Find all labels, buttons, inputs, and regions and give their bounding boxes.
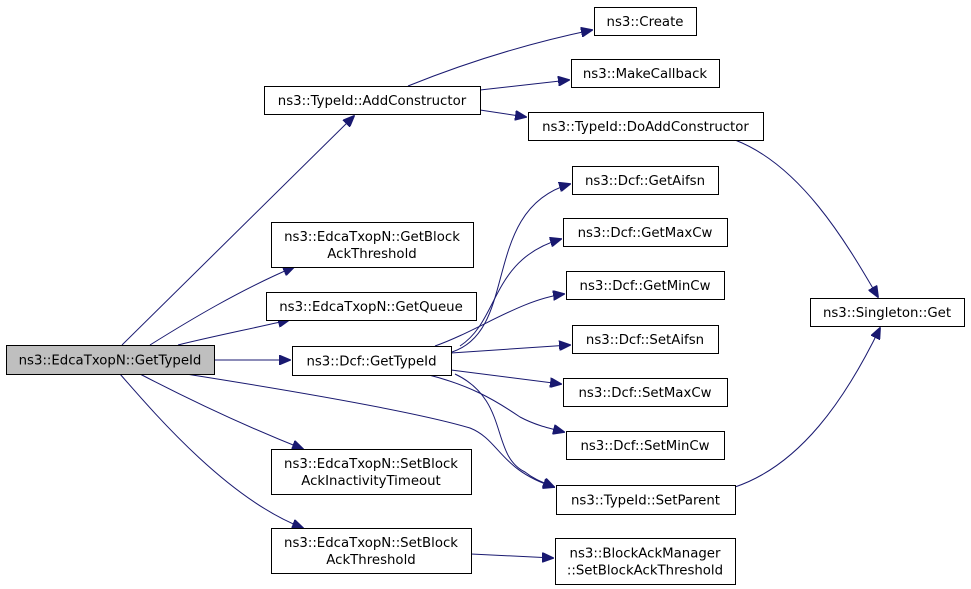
edge-setbat-to-bam bbox=[470, 554, 553, 558]
edge-dcfget-to-setmincw bbox=[424, 373, 564, 432]
edge-dcfget-to-setmaxcw bbox=[450, 369, 561, 384]
node-box bbox=[266, 292, 477, 321]
node-label: ns3::EdcaTxopN::GetTypeId bbox=[19, 354, 202, 369]
node-box bbox=[271, 528, 472, 574]
node-box bbox=[563, 218, 728, 247]
edge-root-to-setparent bbox=[185, 373, 554, 487]
node-getmincw[interactable]: ns3::Dcf::GetMinCw bbox=[566, 271, 725, 300]
node-label: ns3::Dcf::GetMaxCw bbox=[578, 226, 713, 241]
edge-root-to-setbat bbox=[119, 373, 303, 528]
node-box bbox=[566, 431, 725, 460]
node-label: ns3::MakeCallback bbox=[583, 67, 708, 82]
edge-setparent-to-singleton bbox=[734, 328, 880, 488]
node-box bbox=[264, 86, 481, 115]
node-box bbox=[528, 112, 764, 141]
edge-dcfget-to-setparent bbox=[454, 373, 554, 487]
node-label: ns3::Dcf::SetMinCw bbox=[580, 439, 709, 454]
node-singleton[interactable]: ns3::Singleton::Get bbox=[810, 298, 965, 327]
node-setbat[interactable]: ns3::EdcaTxopN::SetBlockAckThreshold bbox=[271, 528, 472, 574]
node-box bbox=[271, 449, 472, 495]
node-box bbox=[572, 325, 719, 354]
node-box bbox=[571, 59, 720, 88]
node-box bbox=[594, 7, 697, 36]
node-getmaxcw[interactable]: ns3::Dcf::GetMaxCw bbox=[563, 218, 728, 247]
node-setaifsn[interactable]: ns3::Dcf::SetAifsn bbox=[572, 325, 719, 354]
node-label: ns3::TypeId::SetParent bbox=[571, 494, 720, 509]
node-box bbox=[556, 485, 736, 515]
node-label: ns3::EdcaTxopN::GetBlock bbox=[284, 230, 460, 245]
node-label: ns3::Create bbox=[607, 15, 684, 30]
node-label: ::SetBlockAckThreshold bbox=[567, 564, 723, 579]
node-label: AckThreshold bbox=[327, 247, 416, 262]
node-box bbox=[810, 298, 965, 327]
node-setmincw[interactable]: ns3::Dcf::SetMinCw bbox=[566, 431, 725, 460]
edge-root-to-getqueue bbox=[177, 320, 289, 346]
edge-doadd-to-singleton bbox=[734, 139, 878, 297]
node-box bbox=[566, 271, 725, 300]
node-box bbox=[271, 222, 474, 268]
node-label: ns3::Dcf::SetAifsn bbox=[586, 333, 704, 348]
node-doadd[interactable]: ns3::TypeId::DoAddConstructor bbox=[528, 112, 764, 141]
edge-addctor-to-makecb bbox=[479, 80, 569, 91]
node-box bbox=[6, 345, 215, 375]
node-getaifsn[interactable]: ns3::Dcf::GetAifsn bbox=[572, 166, 719, 195]
edge-dcfget-to-getaifsn bbox=[451, 184, 570, 353]
node-box bbox=[292, 346, 452, 376]
node-makecb[interactable]: ns3::MakeCallback bbox=[571, 59, 720, 88]
node-label: AckInactivityTimeout bbox=[301, 474, 441, 489]
node-box bbox=[572, 166, 719, 195]
node-label: ns3::TypeId::DoAddConstructor bbox=[542, 120, 749, 135]
node-dcfget[interactable]: ns3::Dcf::GetTypeId bbox=[292, 346, 452, 376]
node-label: ns3::EdcaTxopN::SetBlock bbox=[284, 457, 458, 472]
node-create[interactable]: ns3::Create bbox=[594, 7, 697, 36]
edge-addctor-to-create bbox=[407, 30, 592, 87]
edge-root-to-setbait bbox=[139, 373, 303, 449]
node-label: AckThreshold bbox=[326, 553, 415, 568]
node-label: ns3::TypeId::AddConstructor bbox=[278, 94, 467, 109]
node-label: ns3::Dcf::GetAifsn bbox=[585, 174, 705, 189]
node-setbait[interactable]: ns3::EdcaTxopN::SetBlockAckInactivityTim… bbox=[271, 449, 472, 495]
node-setparent[interactable]: ns3::TypeId::SetParent bbox=[556, 485, 736, 515]
node-label: ns3::Singleton::Get bbox=[823, 306, 951, 321]
node-bam[interactable]: ns3::BlockAckManager::SetBlockAckThresho… bbox=[555, 538, 736, 585]
node-setmaxcw[interactable]: ns3::Dcf::SetMaxCw bbox=[563, 378, 728, 407]
node-label: ns3::Dcf::GetMinCw bbox=[580, 279, 711, 294]
node-root[interactable]: ns3::EdcaTxopN::GetTypeId bbox=[6, 345, 215, 375]
edge-dcfget-to-getmaxcw bbox=[459, 239, 561, 347]
node-label: ns3::Dcf::SetMaxCw bbox=[579, 386, 712, 401]
edge-root-to-addctor bbox=[121, 116, 354, 346]
node-box bbox=[555, 538, 736, 585]
edge-addctor-to-doadd bbox=[479, 109, 526, 117]
node-label: ns3::EdcaTxopN::SetBlock bbox=[284, 536, 458, 551]
node-box bbox=[563, 378, 728, 407]
edge-dcfget-to-setaifsn bbox=[450, 345, 570, 354]
node-label: ns3::Dcf::GetTypeId bbox=[306, 355, 436, 370]
node-label: ns3::EdcaTxopN::GetQueue bbox=[279, 300, 463, 315]
node-getqueue[interactable]: ns3::EdcaTxopN::GetQueue bbox=[266, 292, 477, 321]
node-addctor[interactable]: ns3::TypeId::AddConstructor bbox=[264, 86, 481, 115]
edge-root-to-getbat bbox=[149, 267, 294, 346]
edge-dcfget-to-getmincw bbox=[434, 294, 564, 347]
node-label: ns3::BlockAckManager bbox=[570, 547, 721, 562]
